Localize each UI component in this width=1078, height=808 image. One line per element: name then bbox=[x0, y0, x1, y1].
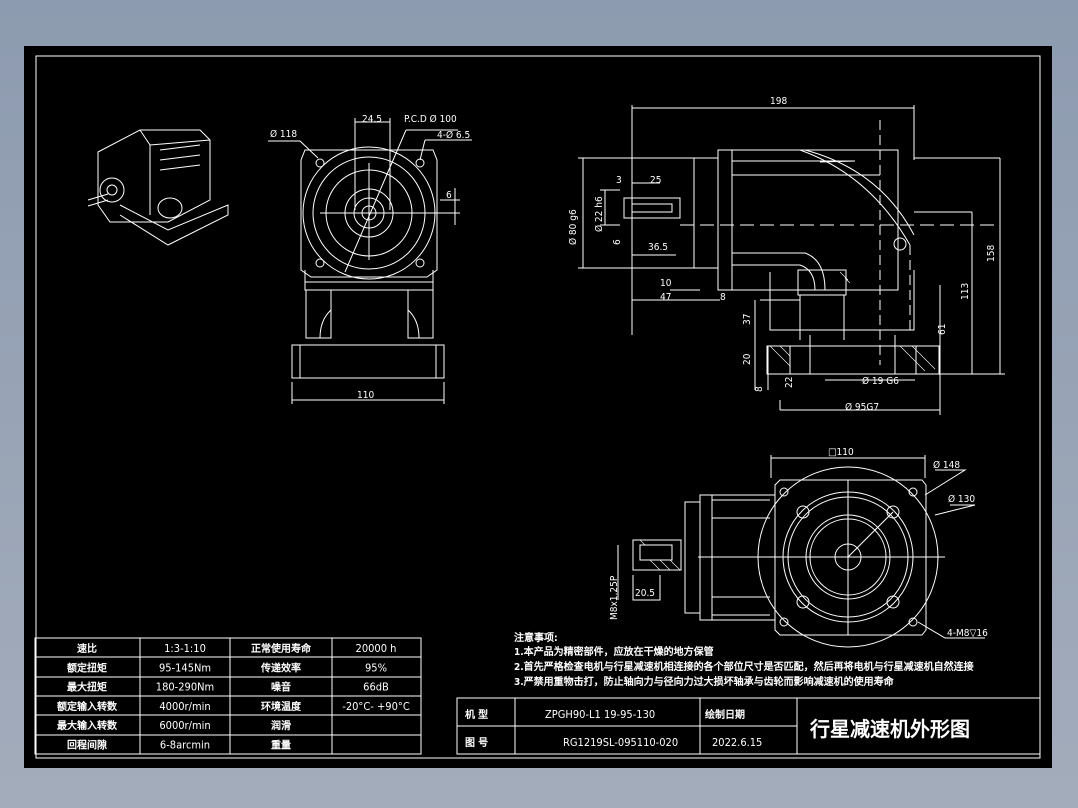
notes: 注意事项: 1.本产品为精密部件，应放在干燥的地方保管 2.首先严格检查电机与行… bbox=[514, 631, 974, 688]
note-1: 1.本产品为精密部件，应放在干燥的地方保管 bbox=[514, 645, 714, 658]
spec-label2-cell: 润滑 bbox=[271, 719, 291, 732]
dim-37: 37 bbox=[742, 314, 753, 325]
side-view: 198 3 25 Ø 80 g6 Ø 22 h6 6 36.5 10 47 8 … bbox=[567, 96, 1005, 415]
dim-diameter-80: Ø 80 g6 bbox=[567, 209, 579, 245]
spec-table: 速比 1:3-1:10 正常使用寿命 20000 h 额定扭矩 95-145Nm 传递效率 9… bbox=[34, 637, 422, 755]
note-2: 2.首先严格检查电机与行星减速机相连接的各个部位尺寸是否匹配，然后再将电机与行星… bbox=[514, 660, 974, 673]
spec-label2-cell: 传递效率 bbox=[260, 661, 301, 674]
dim-holes: 4-Ø 6.5 bbox=[437, 129, 470, 141]
dim-24-5: 24.5 bbox=[362, 114, 382, 125]
spec-value1-cell: 6000r/min bbox=[159, 719, 210, 732]
dim-diameter-19: Ø 19 G6 bbox=[862, 375, 899, 387]
dim-diameter-148: Ø 148 bbox=[933, 459, 960, 471]
dim-198: 198 bbox=[770, 96, 787, 107]
dim-square-110: □110 bbox=[828, 447, 854, 458]
date-value: 2022.6.15 bbox=[712, 736, 762, 749]
dim-10: 10 bbox=[660, 278, 672, 289]
date-label: 绘制日期 bbox=[705, 708, 745, 721]
dim-8-bottom: 8 bbox=[754, 386, 765, 392]
dim-61: 61 bbox=[937, 324, 948, 335]
sheet-border bbox=[35, 55, 1041, 759]
dim-diameter-130: Ø 130 bbox=[948, 493, 975, 505]
dim-113: 113 bbox=[960, 283, 971, 300]
spec-value2-cell: 20000 h bbox=[356, 642, 397, 655]
dim-m8-thread: M8x1.25P bbox=[609, 575, 620, 620]
title-block: 机 型 ZPGH90-L1 19-95-130 绘制日期 图 号 RG1219S… bbox=[456, 697, 1041, 755]
spec-value2-cell: 95% bbox=[365, 661, 387, 674]
spec-value2-cell: -20°C- +90°C bbox=[342, 700, 410, 713]
dim-key-6: 6 bbox=[446, 190, 452, 201]
notes-heading: 注意事项: bbox=[514, 631, 558, 644]
spec-value1-cell: 1:3-1:10 bbox=[164, 642, 206, 655]
spec-value1-cell: 4000r/min bbox=[159, 700, 210, 713]
dim-8: 8 bbox=[720, 292, 726, 303]
isometric-view bbox=[87, 129, 229, 246]
dim-25: 25 bbox=[650, 175, 661, 186]
dim-3: 3 bbox=[616, 175, 622, 186]
drawing-no-label: 图 号 bbox=[465, 737, 488, 749]
bottom-view: □110 Ø 148 Ø 130 4-M8▽16 20.5 M8x1.25P bbox=[609, 447, 988, 648]
spec-label2-cell: 环境温度 bbox=[261, 700, 302, 713]
spec-value1-cell: 180-290Nm bbox=[156, 681, 214, 694]
spec-value1-cell: 95-145Nm bbox=[159, 661, 211, 674]
spec-label1-cell: 速比 bbox=[77, 642, 97, 655]
model-value: ZPGH90-L1 19-95-130 bbox=[545, 708, 655, 721]
spec-value2-cell: 66dB bbox=[363, 681, 389, 694]
front-view: Ø 118 24.5 P.C.D Ø 100 4-Ø 6.5 6 110 bbox=[268, 113, 472, 404]
dim-22: 22 bbox=[784, 377, 795, 388]
sheet-background bbox=[24, 46, 1052, 768]
spec-label1-cell: 最大扭矩 bbox=[67, 681, 107, 694]
note-3: 3.严禁用重物击打，防止轴向力与径向力过大损坏轴承与齿轮而影响减速机的使用寿命 bbox=[514, 675, 895, 688]
dim-20-5: 20.5 bbox=[635, 588, 655, 599]
dim-width-110: 110 bbox=[357, 390, 374, 401]
dim-6: 6 bbox=[612, 239, 623, 245]
dim-diameter-22: Ø 22 h6 bbox=[593, 196, 605, 232]
spec-label2-cell: 重量 bbox=[271, 739, 291, 752]
spec-label2-cell: 正常使用寿命 bbox=[251, 642, 312, 655]
spec-label1-cell: 最大输入转数 bbox=[57, 719, 118, 732]
spec-label1-cell: 额定扭矩 bbox=[67, 661, 107, 674]
dim-pcd-100: P.C.D Ø 100 bbox=[404, 113, 457, 125]
model-label: 机 型 bbox=[465, 708, 488, 721]
dim-158: 158 bbox=[986, 245, 997, 262]
dim-diameter-95: Ø 95G7 bbox=[845, 401, 879, 413]
drawing-no-value: RG1219SL-095110-020 bbox=[563, 736, 678, 749]
spec-value1-cell: 6-8arcmin bbox=[160, 739, 210, 752]
dim-36-5: 36.5 bbox=[648, 242, 668, 253]
drawing-title: 行星减速机外形图 bbox=[809, 717, 970, 741]
dim-47: 47 bbox=[660, 292, 671, 303]
dim-20: 20 bbox=[742, 353, 753, 365]
dim-diameter-118: Ø 118 bbox=[270, 128, 297, 140]
spec-label1-cell: 额定输入转数 bbox=[57, 700, 118, 713]
spec-label2-cell: 噪音 bbox=[271, 681, 291, 694]
spec-label1-cell: 回程间隙 bbox=[67, 739, 107, 752]
dim-threads: 4-M8▽16 bbox=[947, 628, 988, 639]
